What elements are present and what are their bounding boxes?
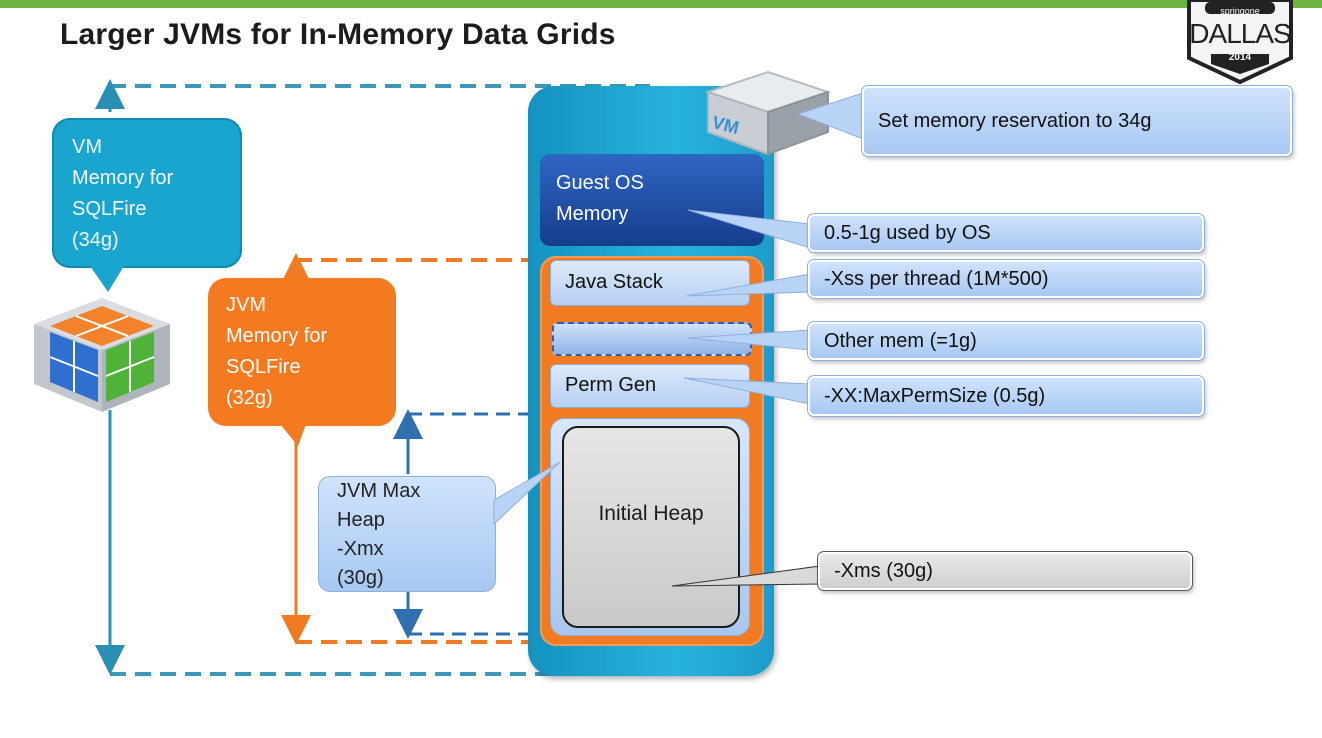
top-accent-bar <box>0 0 1322 8</box>
java-stack-block: Java Stack <box>550 260 750 306</box>
initial-heap-label: Initial Heap <box>598 502 704 525</box>
perm-gen-label: Perm Gen <box>565 374 657 396</box>
jvm-memory-line4: (32g) <box>226 387 273 409</box>
xms-text: -Xms (30g) <box>834 560 933 582</box>
jvm-max-heap-line1: JVM Max <box>337 480 421 502</box>
xss-text: -Xss per thread (1M*500) <box>824 268 1049 290</box>
vm-memory-line4: (34g) <box>72 229 119 251</box>
vm-bubble-tail <box>90 266 124 292</box>
grid-cube-icon <box>34 298 170 412</box>
perm-size-text: -XX:MaxPermSize (0.5g) <box>824 385 1046 407</box>
xms-callout: -Xms (30g) <box>817 551 1193 591</box>
java-stack-label: Java Stack <box>565 271 663 293</box>
other-mem-callout: Other mem (=1g) <box>807 321 1205 361</box>
jvm-memory-line1: JVM <box>226 294 266 316</box>
jvm-memory-line2: Memory for <box>226 325 328 347</box>
reservation-text: Set memory reservation to 34g <box>878 110 1152 132</box>
badge-top-text: springone <box>1220 6 1260 16</box>
conference-badge: springone DALLAS 2014 <box>1181 0 1299 84</box>
other-mem-text: Other mem (=1g) <box>824 330 977 352</box>
jvm-max-heap-line3: -Xmx <box>337 538 384 560</box>
slide-title: Larger JVMs for In-Memory Data Grids <box>60 18 616 51</box>
vm-cube-icon: VM <box>700 56 836 156</box>
jvm-max-heap-bubble: JVM Max Heap -Xmx (30g) <box>318 476 496 592</box>
jvm-bubble-tail <box>280 424 306 446</box>
data-grid-cube-icon <box>28 294 176 416</box>
vm-memory-line1: VM <box>72 136 102 158</box>
reservation-callout: Set memory reservation to 34g <box>861 85 1293 157</box>
os-used-text: 0.5-1g used by OS <box>824 222 991 244</box>
jvm-memory-bubble: JVM Memory for SQLFire (32g) <box>208 278 396 426</box>
vm-memory-line3: SQLFire <box>72 198 147 220</box>
guest-os-memory-block: Guest OS Memory <box>540 154 764 246</box>
vm-memory-bubble: VM Memory for SQLFire (34g) <box>52 118 242 268</box>
jvm-memory-line3: SQLFire <box>226 356 301 378</box>
perm-size-callout: -XX:MaxPermSize (0.5g) <box>807 375 1205 417</box>
jvm-max-heap-line2: Heap <box>337 509 385 531</box>
guest-os-line1: Guest OS <box>556 172 644 194</box>
guest-os-line2: Memory <box>556 203 629 225</box>
vm-box-icon <box>704 70 832 156</box>
badge-shield-icon <box>1187 0 1293 84</box>
os-used-callout: 0.5-1g used by OS <box>807 213 1205 253</box>
initial-heap-block: Initial Heap <box>562 426 740 628</box>
vm-memory-line2: Memory for <box>72 167 174 189</box>
badge-year: 2014 <box>1228 52 1252 63</box>
badge-city: DALLAS <box>1189 18 1291 49</box>
perm-gen-block: Perm Gen <box>550 364 750 408</box>
xss-callout: -Xss per thread (1M*500) <box>807 259 1205 299</box>
jvm-max-heap-line4: (30g) <box>337 567 384 589</box>
